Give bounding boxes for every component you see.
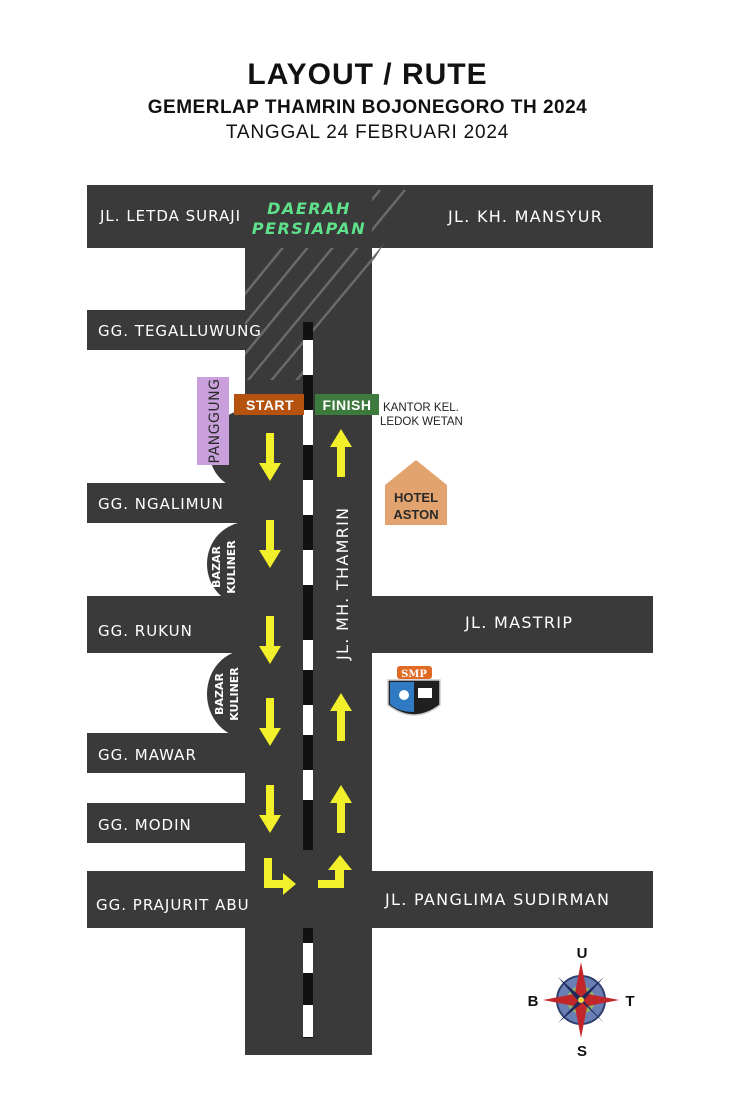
arrow-up-icon (330, 429, 352, 477)
road-prajurit-abu-sudirman (87, 871, 653, 928)
arrow-down-icon (259, 520, 281, 568)
label-mawar: GG. MAWAR (98, 746, 197, 764)
event-subtitle: GEMERLAP THAMRIN BOJONEGORO TH 2024 (147, 97, 588, 118)
label-kh-mansyur: JL. KH. MANSYUR (447, 207, 603, 226)
finish-label: FINISH (323, 397, 372, 413)
stage-box (197, 377, 229, 465)
bazar1-label-line2: KULINER (225, 540, 238, 594)
hotel-icon (385, 460, 447, 525)
compass-icon: U S T B (528, 945, 635, 1060)
prep-label-line2: PERSIAPAN (252, 219, 366, 238)
map-title: LAYOUT / RUTE (247, 58, 488, 91)
road-rukun-mastrip (87, 596, 653, 653)
u-turn-right-arrow-icon (264, 858, 296, 895)
label-tegalluwung: GG. TEGALLUWUNG (98, 322, 262, 340)
hotel-label-line1: HOTEL (394, 490, 438, 505)
stage-label: PANGGUNG (207, 379, 223, 464)
u-turn-up-arrow-icon (318, 855, 352, 888)
school-logo-icon: SMP (387, 666, 441, 716)
road-modin (87, 803, 247, 843)
label-letda-suraji: JL. LETDA SURAJI (99, 207, 241, 225)
label-rukun: GG. RUKUN (98, 622, 193, 640)
route-arrows (259, 429, 352, 895)
start-marker (234, 394, 304, 415)
label-prajurit-abu: GG. PRAJURIT ABU (96, 896, 250, 914)
bazar-bulge-2 (207, 650, 247, 738)
center-line-bottom (303, 928, 313, 1038)
arrow-down-icon (259, 785, 281, 833)
arrow-down-icon (259, 616, 281, 664)
arrow-up-icon (330, 693, 352, 741)
road-ngalimun (87, 483, 247, 523)
prep-label-line1: DAERAH (267, 199, 351, 218)
center-line-top (303, 322, 313, 797)
label-panglima-sudirman: JL. PANGLIMA SUDIRMAN (384, 890, 610, 909)
bazar-bulge-1 (207, 522, 247, 606)
compass-north: U (577, 945, 588, 962)
hotel-label-line2: ASTON (393, 507, 438, 522)
bazar1-label-line1: BAZAR (210, 546, 223, 588)
kantor-label-line2: LEDOK WETAN (380, 416, 463, 428)
label-mastrip: JL. MASTRIP (464, 613, 573, 632)
arrow-down-icon (259, 433, 281, 481)
event-date: TANGGAL 24 FEBRUARI 2024 (225, 122, 510, 143)
compass-east: T (625, 993, 634, 1010)
bazar2-label-line2: KULINER (228, 667, 241, 721)
label-modin: GG. MODIN (98, 816, 192, 834)
finish-marker (315, 394, 379, 415)
bazar2-label-line1: BAZAR (213, 673, 226, 715)
school-label: SMP (401, 669, 427, 680)
center-line-mid (303, 625, 313, 850)
compass-south: S (577, 1043, 587, 1060)
kantor-label-line1: KANTOR KEL. (383, 402, 459, 414)
road-mawar (87, 733, 247, 773)
label-mh-thamrin: JL. MH. THAMRIN (333, 507, 352, 661)
start-label: START (246, 397, 294, 413)
road-tegalluwung (87, 310, 247, 350)
arrow-down-icon (259, 698, 281, 746)
arrow-up-icon (330, 785, 352, 833)
compass-west: B (528, 993, 539, 1010)
label-ngalimun: GG. NGALIMUN (98, 495, 224, 513)
